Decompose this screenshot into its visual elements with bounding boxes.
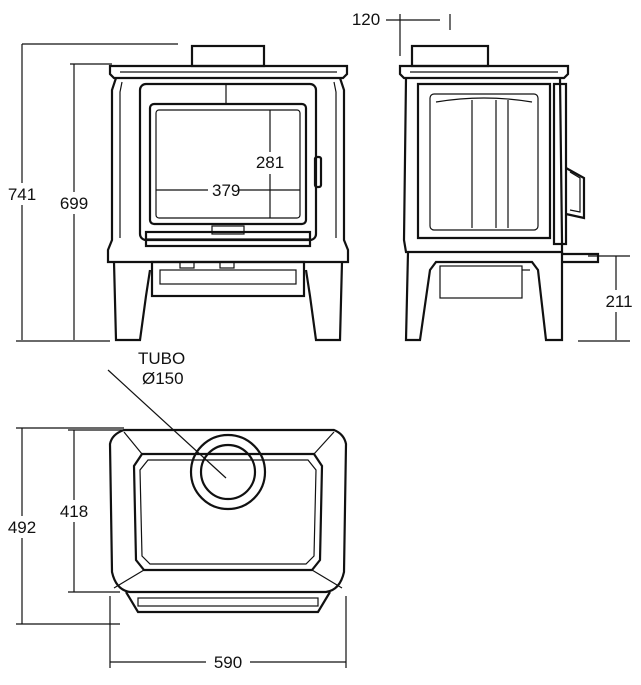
dim-418: 418	[60, 502, 88, 521]
dim-590: 590	[214, 653, 242, 672]
front-door-frame	[138, 82, 318, 242]
front-top-plate	[108, 64, 349, 80]
flue-label-diameter: Ø150	[142, 369, 184, 388]
side-view: 120 211	[348, 8, 638, 342]
dim-211: 211	[605, 292, 632, 311]
side-flue-collar	[410, 44, 490, 68]
side-body	[402, 77, 564, 254]
top-front-lip	[125, 591, 331, 614]
top-inner-panel	[132, 452, 324, 572]
side-legs	[404, 251, 564, 342]
top-view: TUBO Ø150 492 418 590	[4, 349, 348, 674]
top-outer-plate	[108, 428, 348, 594]
front-view: 741 699 281 379	[4, 43, 350, 342]
side-panel	[416, 82, 552, 240]
side-top-plate	[398, 64, 570, 80]
top-flue-inner	[199, 443, 257, 501]
front-glass	[148, 102, 308, 226]
dim-120: 120	[352, 10, 380, 29]
top-flue-outer	[189, 433, 267, 511]
door-handle	[313, 155, 323, 189]
dim-281: 281	[256, 153, 284, 172]
side-ash-pan	[439, 265, 523, 299]
side-air-control	[562, 252, 600, 264]
front-left-leg	[112, 261, 152, 342]
dim-741: 741	[8, 185, 36, 204]
front-right-leg	[304, 261, 344, 342]
front-ash-pan	[150, 260, 306, 298]
dim-699: 699	[60, 194, 88, 213]
flue-label-tubo: TUBO	[138, 349, 185, 368]
dim-492: 492	[8, 518, 36, 537]
front-flue-collar	[190, 44, 266, 68]
side-door-edge	[552, 82, 568, 246]
side-handle	[565, 167, 586, 220]
flue-leader-line	[107, 369, 227, 479]
dim-379: 379	[212, 181, 240, 200]
